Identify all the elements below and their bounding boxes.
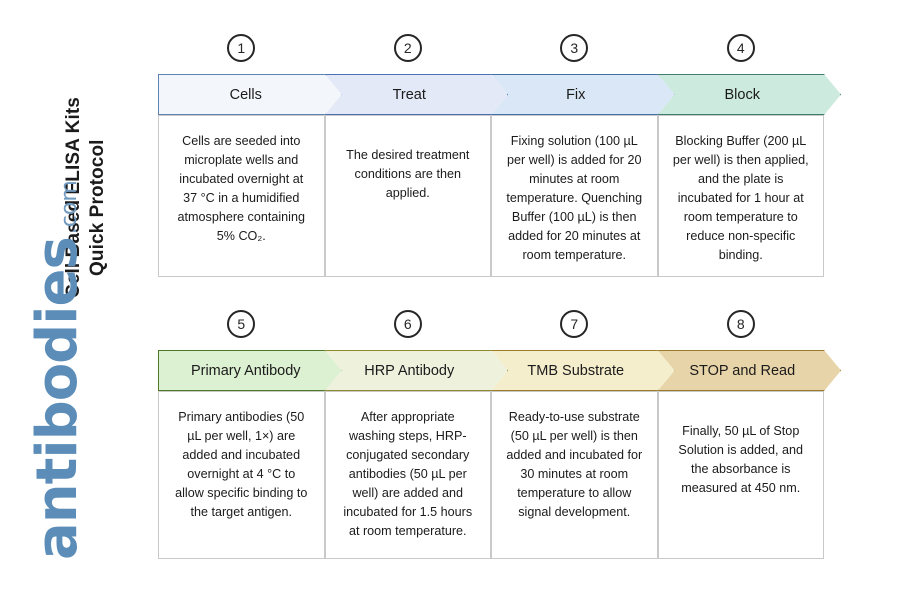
chevron-shape — [657, 74, 841, 115]
protocol-step-description-cell: After appropriate washing steps, HRP-con… — [324, 391, 491, 559]
brand-logo-tld: .com — [57, 180, 82, 235]
step-number-badge: 3 — [560, 34, 589, 62]
chevron-step-label: Cells — [229, 86, 262, 103]
protocol-step-chevron[interactable]: STOP and Read — [657, 350, 841, 391]
step-description-text: Primary antibodies (50 µL per well, 1×) … — [175, 410, 308, 519]
step-description-text: Finally, 50 µL of Stop Solution is added… — [678, 424, 804, 495]
step-number-label: 3 — [570, 40, 579, 56]
protocol-step-chevron[interactable]: Primary Antibody — [158, 350, 342, 391]
protocol-step-chevron[interactable]: Treat — [324, 74, 508, 115]
chevron-step-label: Fix — [566, 86, 586, 103]
step-number-label: 8 — [736, 316, 745, 332]
brand-logo: antibodies .com — [25, 20, 130, 560]
chevron-strip-1: Cells Treat Fix Block — [158, 74, 848, 115]
protocol-step-description-cell: Blocking Buffer (200 µL per well) is the… — [657, 115, 824, 277]
chevron-step-label: STOP and Read — [689, 362, 796, 379]
step-description-strip-1: Cells are seeded into microplate wells a… — [158, 115, 824, 277]
protocol-step-chevron[interactable]: Fix — [491, 74, 675, 115]
chevron-shape — [324, 350, 508, 391]
step-description-text: Ready-to-use substrate (50 µL per well) … — [506, 410, 643, 519]
protocol-step-description-cell: Cells are seeded into microplate wells a… — [158, 115, 325, 277]
step-number-label: 1 — [237, 40, 246, 56]
step-description-text: After appropriate washing steps, HRP-con… — [343, 410, 473, 538]
protocol-step-chevron[interactable]: TMB Substrate — [491, 350, 675, 391]
protocol-step-description-cell: Ready-to-use substrate (50 µL per well) … — [491, 391, 658, 559]
brand-logo-name: antibodies — [25, 237, 90, 560]
chevron-step-label: Block — [724, 86, 760, 103]
step-number-label: 7 — [570, 316, 579, 332]
chevron-step-label: TMB Substrate — [527, 362, 625, 379]
step-number-label: 4 — [736, 40, 745, 56]
protocol-row-1: 1 2 3 4 Cells Treat Fix Block Cells are seeded… — [158, 34, 848, 277]
page-title: Cell Based ELISA Kits Quick Protocol — [62, 0, 148, 298]
protocol-step-chevron[interactable]: Block — [657, 74, 841, 115]
chevron-shape — [158, 350, 342, 391]
step-number-badge: 2 — [393, 34, 422, 62]
step-number-badge: 7 — [560, 310, 589, 338]
step-number-badge: 1 — [227, 34, 256, 62]
step-number-badge: 6 — [393, 310, 422, 338]
step-description-text: Cells are seeded into microplate wells a… — [177, 134, 305, 243]
protocol-step-description-cell: Fixing solution (100 µL per well) is add… — [491, 115, 658, 277]
chevron-shape — [657, 350, 841, 391]
step-description-text: Blocking Buffer (200 µL per well) is the… — [672, 134, 809, 262]
step-number-label: 2 — [403, 40, 412, 56]
step-number-badge: 5 — [227, 310, 256, 338]
step-number-badge: 4 — [726, 34, 755, 62]
protocol-step-description-cell: Finally, 50 µL of Stop Solution is added… — [657, 391, 824, 559]
step-number-badge: 8 — [726, 310, 755, 338]
chevron-strip-2: Primary Antibody HRP Antibody TMB Substrat… — [158, 350, 848, 391]
step-number-label: 6 — [403, 316, 412, 332]
chevron-step-label: HRP Antibody — [364, 362, 455, 379]
chevron-step-label: Primary Antibody — [190, 362, 301, 379]
chevron-shape — [324, 74, 508, 115]
chevron-step-label: Treat — [392, 86, 426, 103]
chevron-shape — [158, 74, 342, 115]
protocol-step-chevron[interactable]: HRP Antibody — [324, 350, 508, 391]
step-number-label: 5 — [237, 316, 246, 332]
step-description-text: Fixing solution (100 µL per well) is add… — [506, 134, 643, 262]
protocol-step-description-cell: The desired treatment conditions are the… — [324, 115, 491, 277]
step-number-strip-1: 1 2 3 4 — [158, 34, 824, 74]
step-description-strip-2: Primary antibodies (50 µL per well, 1×) … — [158, 391, 824, 559]
step-description-text: The desired treatment conditions are the… — [346, 148, 470, 200]
chevron-shape — [491, 74, 675, 115]
protocol-step-chevron[interactable]: Cells — [158, 74, 342, 115]
protocol-row-2: 5 6 7 8 Primary Antibody HRP Antibody TMB Sub… — [158, 310, 848, 559]
protocol-step-description-cell: Primary antibodies (50 µL per well, 1×) … — [158, 391, 325, 559]
step-number-strip-2: 5 6 7 8 — [158, 310, 824, 350]
